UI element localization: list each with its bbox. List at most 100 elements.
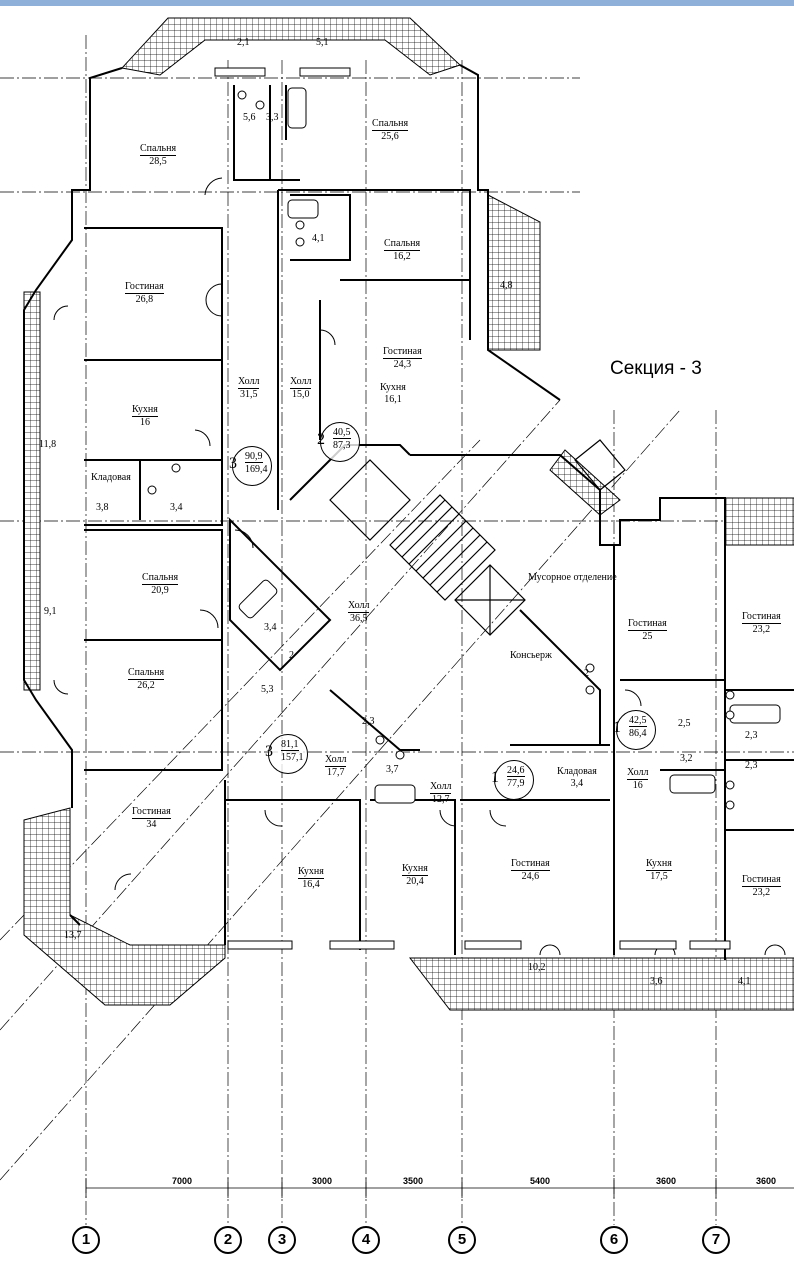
room-name: Спальня	[384, 238, 421, 249]
area-number: 2,3	[745, 760, 758, 771]
room-area: 25	[628, 630, 667, 643]
axis-marker: 5	[448, 1226, 476, 1254]
apartment-number: 2	[317, 431, 325, 448]
area-number: 4,1	[738, 976, 751, 987]
door-swings	[53, 177, 786, 956]
balconies	[23, 17, 794, 1011]
room-name: Кладовая	[557, 766, 597, 777]
room-area: 16	[132, 416, 158, 429]
room-name: Спальня	[142, 572, 179, 583]
room-area: 16	[627, 779, 649, 792]
area-number: 3,8	[96, 502, 109, 513]
area-number: 2,3	[745, 730, 758, 741]
room-area: 28,5	[140, 155, 177, 168]
area-number: 3,2	[680, 753, 693, 764]
room-name: Спальня	[372, 118, 409, 129]
apartment-total-area: 157,1	[281, 752, 304, 763]
area-number: 4,1	[312, 233, 325, 244]
room-area: 3,4	[570, 778, 584, 789]
room-name: Гостиная	[125, 281, 164, 292]
room-area: 36,5	[348, 612, 370, 624]
area-number: 2,3	[362, 716, 375, 727]
room-area: 25,6	[372, 130, 409, 143]
area-number: 3,7	[386, 764, 399, 775]
room-name: Кухня	[380, 382, 406, 393]
room-name: Холл	[348, 600, 370, 611]
room-area: 16,1	[384, 394, 402, 405]
dimension-value: 3600	[756, 1176, 777, 1186]
room-name: Гостиная	[628, 618, 667, 629]
area-number: 5,1	[316, 37, 329, 48]
top-accent-bar	[0, 0, 794, 6]
room-name: Гостиная	[383, 346, 422, 357]
area-number: 3,4	[170, 502, 183, 513]
apartment-living-area: 81,1	[281, 739, 299, 751]
area-number: 3,3	[266, 112, 279, 123]
area-number: 9,1	[44, 606, 57, 617]
room-area: 26,8	[125, 293, 164, 306]
room-name: Спальня	[128, 667, 165, 678]
apartment-number: 1	[613, 719, 621, 736]
apartment-number: 3	[229, 455, 237, 472]
room-area: 17,7	[325, 766, 347, 778]
room-area: 20,4	[402, 875, 428, 888]
room-name: Холл	[627, 767, 649, 778]
apartment-living-area: 40,5	[333, 427, 351, 439]
room-name: Кухня	[402, 863, 428, 874]
room-name: Холл	[238, 376, 260, 387]
area-number: 13,7	[64, 930, 82, 941]
dimension-value: 3000	[312, 1176, 333, 1186]
room-name: Кладовая	[91, 472, 131, 483]
axis-marker: 2	[214, 1226, 242, 1254]
axis-grid-lines	[0, 35, 794, 1225]
room-name: Гостиная	[742, 874, 781, 885]
stair-core	[329, 439, 626, 636]
room-name: Гостиная	[511, 858, 550, 869]
area-number: 2	[289, 650, 294, 661]
room-name: Холл	[325, 754, 347, 765]
room-area: 34	[132, 818, 171, 831]
room-name: Гостиная	[742, 611, 781, 622]
sanitary-fixtures	[147, 87, 781, 810]
axis-marker: 6	[600, 1226, 628, 1254]
garbage-room-label: Мусорное отделение	[528, 572, 617, 583]
room-name: Кухня	[646, 858, 672, 869]
room-area: 24,6	[511, 870, 550, 883]
apartment-total-area: 87,3	[333, 440, 351, 451]
apartment-number: 3	[265, 743, 273, 760]
axis-marker: 1	[72, 1226, 100, 1254]
area-number: 2,1	[237, 37, 250, 48]
room-name: Холл	[430, 781, 452, 792]
concierge-label: Консьерж	[510, 650, 552, 661]
room-area: 15,0	[290, 388, 312, 400]
room-area: 31,5	[238, 388, 260, 400]
room-area: 16,4	[298, 878, 324, 891]
windows	[214, 67, 731, 950]
dimension-value: 7000	[172, 1176, 193, 1186]
area-number: 11,8	[39, 439, 57, 450]
axis-marker: 3	[268, 1226, 296, 1254]
room-name: Кухня	[132, 404, 158, 415]
room-area: 26,2	[128, 679, 165, 692]
room-name: Холл	[290, 376, 312, 387]
room-name: Спальня	[140, 143, 177, 154]
area-number: 3,6	[650, 976, 663, 987]
